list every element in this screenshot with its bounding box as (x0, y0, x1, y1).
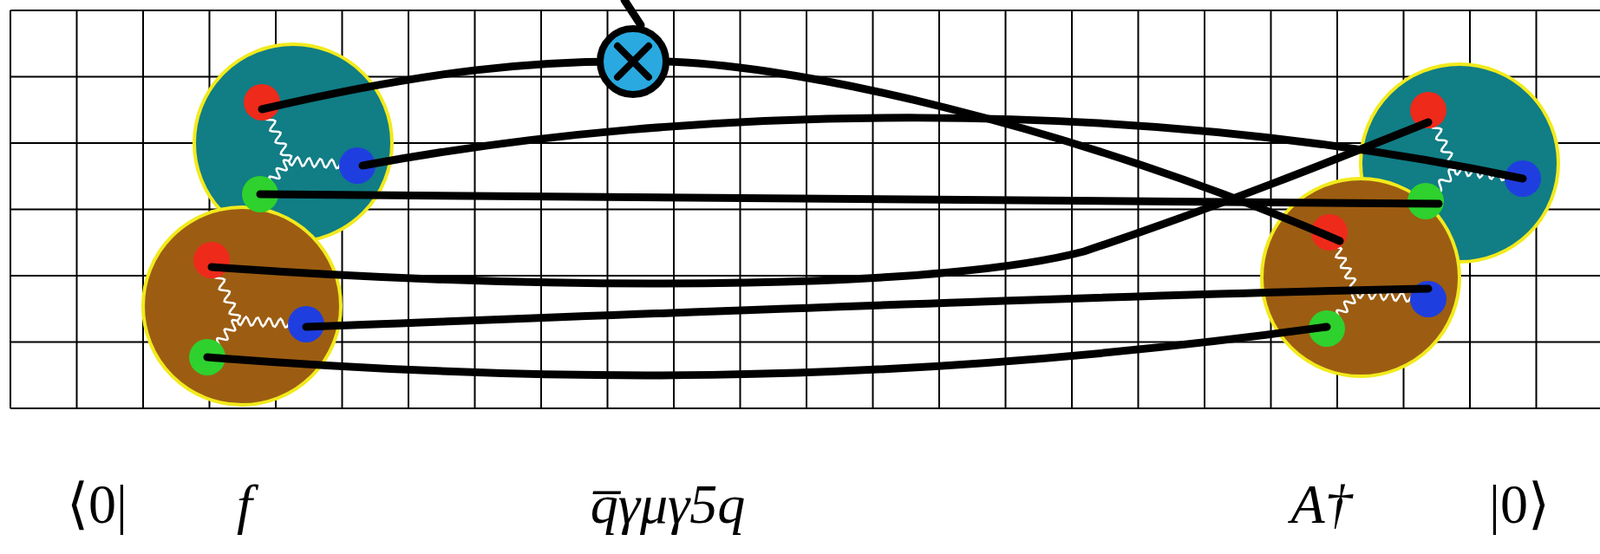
quark-propagators (207, 0, 1523, 376)
bra-vacuum: ⟨0| (66, 476, 128, 533)
source-operator: A† (1290, 476, 1352, 533)
current-insertion (600, 28, 667, 95)
quarks (189, 84, 1542, 376)
axial-current: q̅γμγ5q (590, 476, 746, 533)
sink-operator: f (236, 476, 253, 533)
hadron-blobs (143, 44, 1559, 405)
lattice-grid (10, 10, 1600, 409)
gluon-lines (207, 102, 1523, 359)
ket-vacuum: |0⟩ (1488, 476, 1550, 533)
